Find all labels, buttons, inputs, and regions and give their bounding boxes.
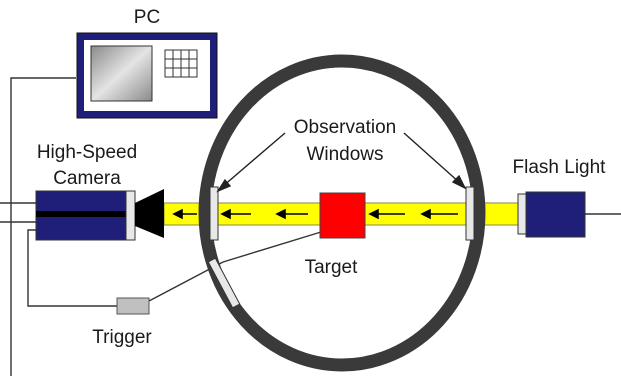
high-speed-camera-label-line2: Camera <box>53 168 121 189</box>
camera-trigger-wire <box>27 229 117 307</box>
target-sensor-wire <box>222 231 322 263</box>
vacuum-chamber <box>198 54 486 372</box>
arrow-left-icon <box>368 208 405 220</box>
computer-icon <box>76 32 218 119</box>
observation-windows-label-line2: Windows <box>306 144 383 165</box>
camera-lens <box>135 189 164 238</box>
arrow-left-icon <box>420 208 458 220</box>
keypad-icon <box>164 49 198 78</box>
flash-light <box>517 191 586 238</box>
observation-window-left <box>209 186 219 241</box>
arrow-left-icon <box>172 208 197 220</box>
window-pointers <box>216 132 467 193</box>
pc-wire <box>10 77 76 376</box>
observation-window-right <box>465 186 475 241</box>
trigger-label: Trigger <box>92 327 152 348</box>
camera-lens-plate <box>125 190 136 241</box>
target-label: Target <box>305 257 359 278</box>
arrow-left-icon <box>220 208 251 220</box>
beam-arrows <box>172 208 458 220</box>
pc-screen <box>90 45 153 102</box>
trigger-box <box>116 297 150 315</box>
target-block <box>319 192 366 239</box>
high-speed-camera-label-line1: High-Speed <box>37 142 137 163</box>
flash-light-label: Flash Light <box>513 157 607 178</box>
pc-label: PC <box>134 7 160 28</box>
wiring <box>0 77 621 376</box>
arrow-left-icon <box>275 208 308 220</box>
flash-plate <box>517 193 527 235</box>
flash-body <box>525 191 586 238</box>
observation-windows-label-line1: Observation <box>294 117 396 138</box>
high-speed-camera <box>35 189 164 241</box>
side-window <box>207 257 241 309</box>
camera-band <box>36 211 126 217</box>
